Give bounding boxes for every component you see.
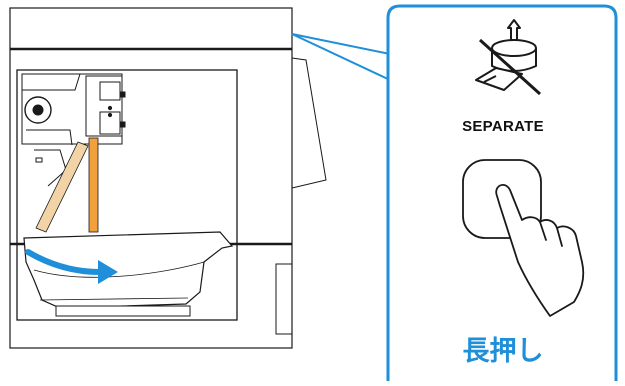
pull-arrow-icon [25, 249, 118, 284]
finger-press-icon [462, 159, 585, 317]
separate-icon [475, 19, 542, 96]
separate-label: SEPARATE [462, 118, 544, 135]
paper-path [35, 137, 99, 233]
roller [21, 73, 126, 187]
long-press-label: 長押し [462, 336, 544, 366]
cover-panel [275, 57, 327, 335]
paper-tray [23, 231, 234, 317]
callout-connector [291, 33, 391, 81]
